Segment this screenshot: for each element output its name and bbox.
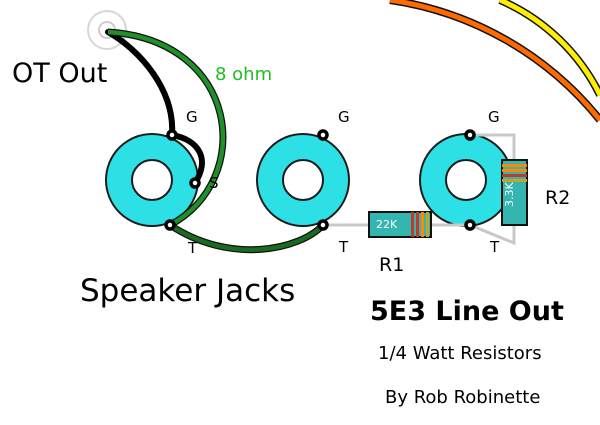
jack2-g-label: G [338, 108, 350, 126]
jack3-g-label: G [488, 108, 500, 126]
speaker-jack-3 [419, 133, 513, 227]
r2-name-label: R2 [545, 187, 571, 209]
diagram-subtitle: 1/4 Watt Resistors [378, 343, 542, 364]
orange-wire-arc-fill [389, 0, 600, 122]
author-byline: By Rob Robinette [385, 387, 541, 408]
jack1-g-label: G [186, 108, 198, 126]
r2-value-label: 3.3K [503, 182, 516, 207]
jack3-t-label: T [490, 238, 500, 256]
jack1-t-lug [164, 219, 176, 231]
jack1-s-label: S [209, 174, 219, 192]
r1-name-label: R1 [379, 254, 405, 276]
jack3-g-lug [464, 129, 476, 141]
ot-out-label: OT Out [12, 58, 108, 89]
yellow-wire-arc-fill [499, 0, 600, 97]
jack3-t-lug [464, 219, 476, 231]
speaker-jack-2 [256, 133, 350, 227]
dark-green-jumper-wire-fill [168, 223, 325, 252]
resistor-leads [323, 133, 516, 246]
green-wire-8-ohm-fill [107, 29, 226, 227]
jack1-s-lug [189, 177, 201, 189]
speaker-jack-1 [105, 133, 199, 227]
resistor-r1 [368, 211, 432, 238]
jack1-g-lug [166, 129, 178, 141]
jack2-g-lug [317, 129, 329, 141]
jack-lugs [164, 129, 476, 231]
orange-wire-arc [389, 0, 600, 123]
speaker-jacks-label: Speaker Jacks [80, 273, 296, 309]
r1-value-label: 22K [376, 218, 398, 231]
wire-8-ohm-label: 8 ohm [215, 64, 273, 85]
resistor-r2 [501, 159, 528, 226]
diagram-title: 5E3 Line Out [370, 296, 564, 327]
jack1-t-label: T [188, 239, 198, 257]
jack2-t-lug [317, 219, 329, 231]
jack2-t-label: T [339, 238, 349, 256]
